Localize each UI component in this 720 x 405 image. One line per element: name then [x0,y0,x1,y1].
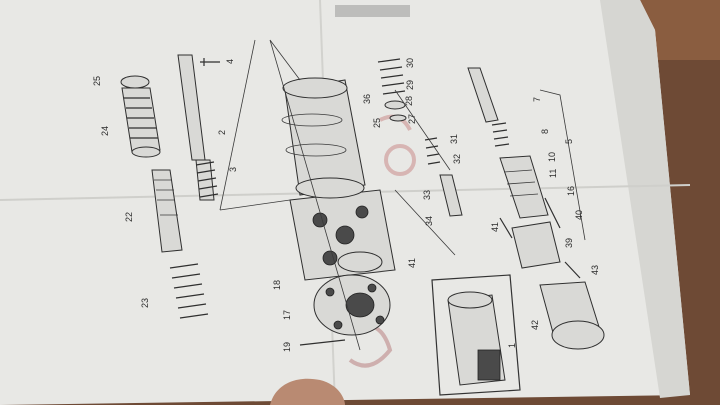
part-label: 30 [405,58,415,68]
inset-label: 1 [507,343,517,348]
part-label: 43 [590,265,600,275]
thumb [270,378,345,405]
part-10-11-sleeve [499,155,549,219]
part-label: 41 [407,258,417,268]
part-label: 24 [100,126,110,136]
leader-lines [219,39,586,351]
part-43-pin [564,261,581,279]
part-label: 41 [490,222,500,232]
part-label: 23 [140,298,150,308]
part-label: 34 [424,216,434,226]
part-16-ring [337,251,383,273]
part-label: 28 [404,96,414,106]
part-7-rod [467,67,499,123]
part-3-spring [195,161,219,198]
part-label: 40 [574,210,584,220]
part-label: 36 [362,94,372,104]
part-17-flange [313,274,391,336]
part-label: 22 [124,212,134,222]
part-label: 11 [548,169,558,178]
part-label: 39 [564,238,574,248]
part-label: 25 [372,118,382,128]
part-38-body [511,221,561,269]
part-label: 32 [452,154,462,164]
part-label: 19 [282,342,292,352]
part-label: 3 [228,167,238,172]
part-42-cap [539,281,605,350]
inset-assembled-unit [431,274,521,396]
part-label: 2 [217,130,227,135]
part-label: 10 [547,152,557,162]
part-label: 18 [272,280,282,290]
part-label: 16 [566,186,576,196]
part-31-33-spool [424,137,463,217]
part-label: 25 [92,76,102,86]
part-22-sleeve [151,169,183,253]
part-label: 17 [282,310,292,320]
part-label: 42 [530,320,540,330]
part-39-pin [544,197,561,229]
part-label: 31 [449,134,459,144]
part-24-spring-sleeve [121,87,161,158]
part-19-bolt [299,339,346,346]
part-23-spring [169,263,209,319]
part-label: 7 [532,97,542,102]
part-30-spring [377,58,406,95]
cylinder-housing [281,77,366,199]
part-label: 33 [422,190,432,200]
part-26-cap [120,75,150,89]
part-label: 5 [564,139,574,144]
part-labels: 25 24 22 23 2 3 4 18 17 19 30 29 36 25 2… [92,58,600,352]
part-4-pin [200,58,220,66]
part-label: 4 [225,59,235,64]
part-40-pin [499,217,513,239]
part-label: 8 [540,129,550,134]
part-label: 29 [405,80,415,90]
part-label: 27 [407,114,417,124]
part-8-spring [491,122,510,147]
paper-shadow-edge [600,0,690,398]
